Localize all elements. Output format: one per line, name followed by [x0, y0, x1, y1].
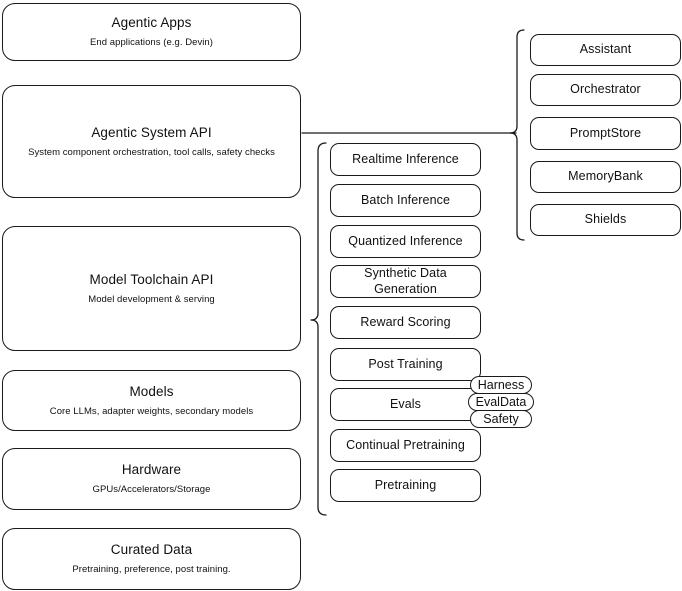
capability-label: Continual Pretraining — [346, 437, 465, 452]
toolchain-brace — [310, 142, 327, 516]
capability-label: Batch Inference — [360, 192, 451, 207]
capability-pretraining[interactable]: Pretraining — [330, 469, 481, 502]
services-brace — [509, 29, 525, 241]
service-memorybank[interactable]: MemoryBank — [530, 161, 681, 193]
layer-agentic-system-api[interactable]: Agentic System API System component orch… — [2, 85, 301, 198]
capability-label: Reward Scoring — [360, 314, 451, 329]
layer-subtitle: End applications (e.g. Devin) — [90, 37, 213, 48]
layer-models[interactable]: Models Core LLMs, adapter weights, secon… — [2, 370, 301, 431]
service-assistant[interactable]: Assistant — [530, 34, 681, 66]
eval-subcomponent-label: EvalData — [475, 395, 527, 409]
capability-continual-pretraining[interactable]: Continual Pretraining — [330, 429, 481, 462]
layer-title: Agentic Apps — [111, 15, 192, 31]
layer-subtitle: System component orchestration, tool cal… — [28, 146, 275, 158]
service-shields[interactable]: Shields — [530, 204, 681, 236]
capability-realtime-inference[interactable]: Realtime Inference — [330, 143, 481, 176]
eval-subcomponent-safety[interactable]: Safety — [470, 410, 532, 428]
layer-model-toolchain-api[interactable]: Model Toolchain API Model development & … — [2, 226, 301, 351]
layer-subtitle: Core LLMs, adapter weights, secondary mo… — [49, 405, 254, 417]
capability-label: Synthetic Data Generation — [364, 265, 447, 296]
layer-subtitle: Model development & serving — [88, 293, 215, 305]
capability-evals[interactable]: Evals — [330, 388, 481, 421]
layer-hardware[interactable]: Hardware GPUs/Accelerators/Storage — [2, 448, 301, 510]
capability-label: Evals — [389, 396, 422, 411]
layer-title: Model Toolchain API — [89, 271, 214, 287]
layer-subtitle: Pretraining, preference, post training. — [72, 564, 231, 575]
service-label: Shields — [584, 212, 627, 227]
layer-subtitle: GPUs/Accelerators/Storage — [92, 484, 211, 495]
service-label: PromptStore — [569, 125, 642, 140]
eval-subcomponent-evaldata[interactable]: EvalData — [468, 393, 534, 411]
eval-subcomponent-harness[interactable]: Harness — [470, 376, 532, 394]
service-orchestrator[interactable]: Orchestrator — [530, 74, 681, 106]
capability-synthetic-data-generation[interactable]: Synthetic Data Generation — [330, 265, 481, 298]
service-promptstore[interactable]: PromptStore — [530, 117, 681, 150]
service-label: Orchestrator — [570, 82, 641, 97]
eval-subcomponent-label: Harness — [477, 378, 525, 392]
capability-post-training[interactable]: Post Training — [330, 348, 481, 381]
layer-curated-data[interactable]: Curated Data Pretraining, preference, po… — [2, 528, 301, 590]
capability-label: Realtime Inference — [352, 151, 459, 166]
service-label: MemoryBank — [568, 169, 643, 184]
layer-title: Agentic System API — [91, 124, 212, 140]
layer-agentic-apps[interactable]: Agentic Apps End applications (e.g. Devi… — [2, 3, 301, 61]
service-label: Assistant — [579, 42, 632, 57]
layer-title: Hardware — [121, 462, 182, 478]
capability-label: Post Training — [368, 356, 443, 371]
capability-reward-scoring[interactable]: Reward Scoring — [330, 306, 481, 339]
layer-title: Curated Data — [110, 542, 193, 558]
layer-title: Models — [129, 383, 174, 399]
capability-batch-inference[interactable]: Batch Inference — [330, 184, 481, 217]
capability-label: Quantized Inference — [348, 233, 463, 248]
eval-subcomponent-label: Safety — [483, 412, 519, 426]
capability-label: Pretraining — [374, 477, 437, 492]
capability-quantized-inference[interactable]: Quantized Inference — [330, 225, 481, 258]
